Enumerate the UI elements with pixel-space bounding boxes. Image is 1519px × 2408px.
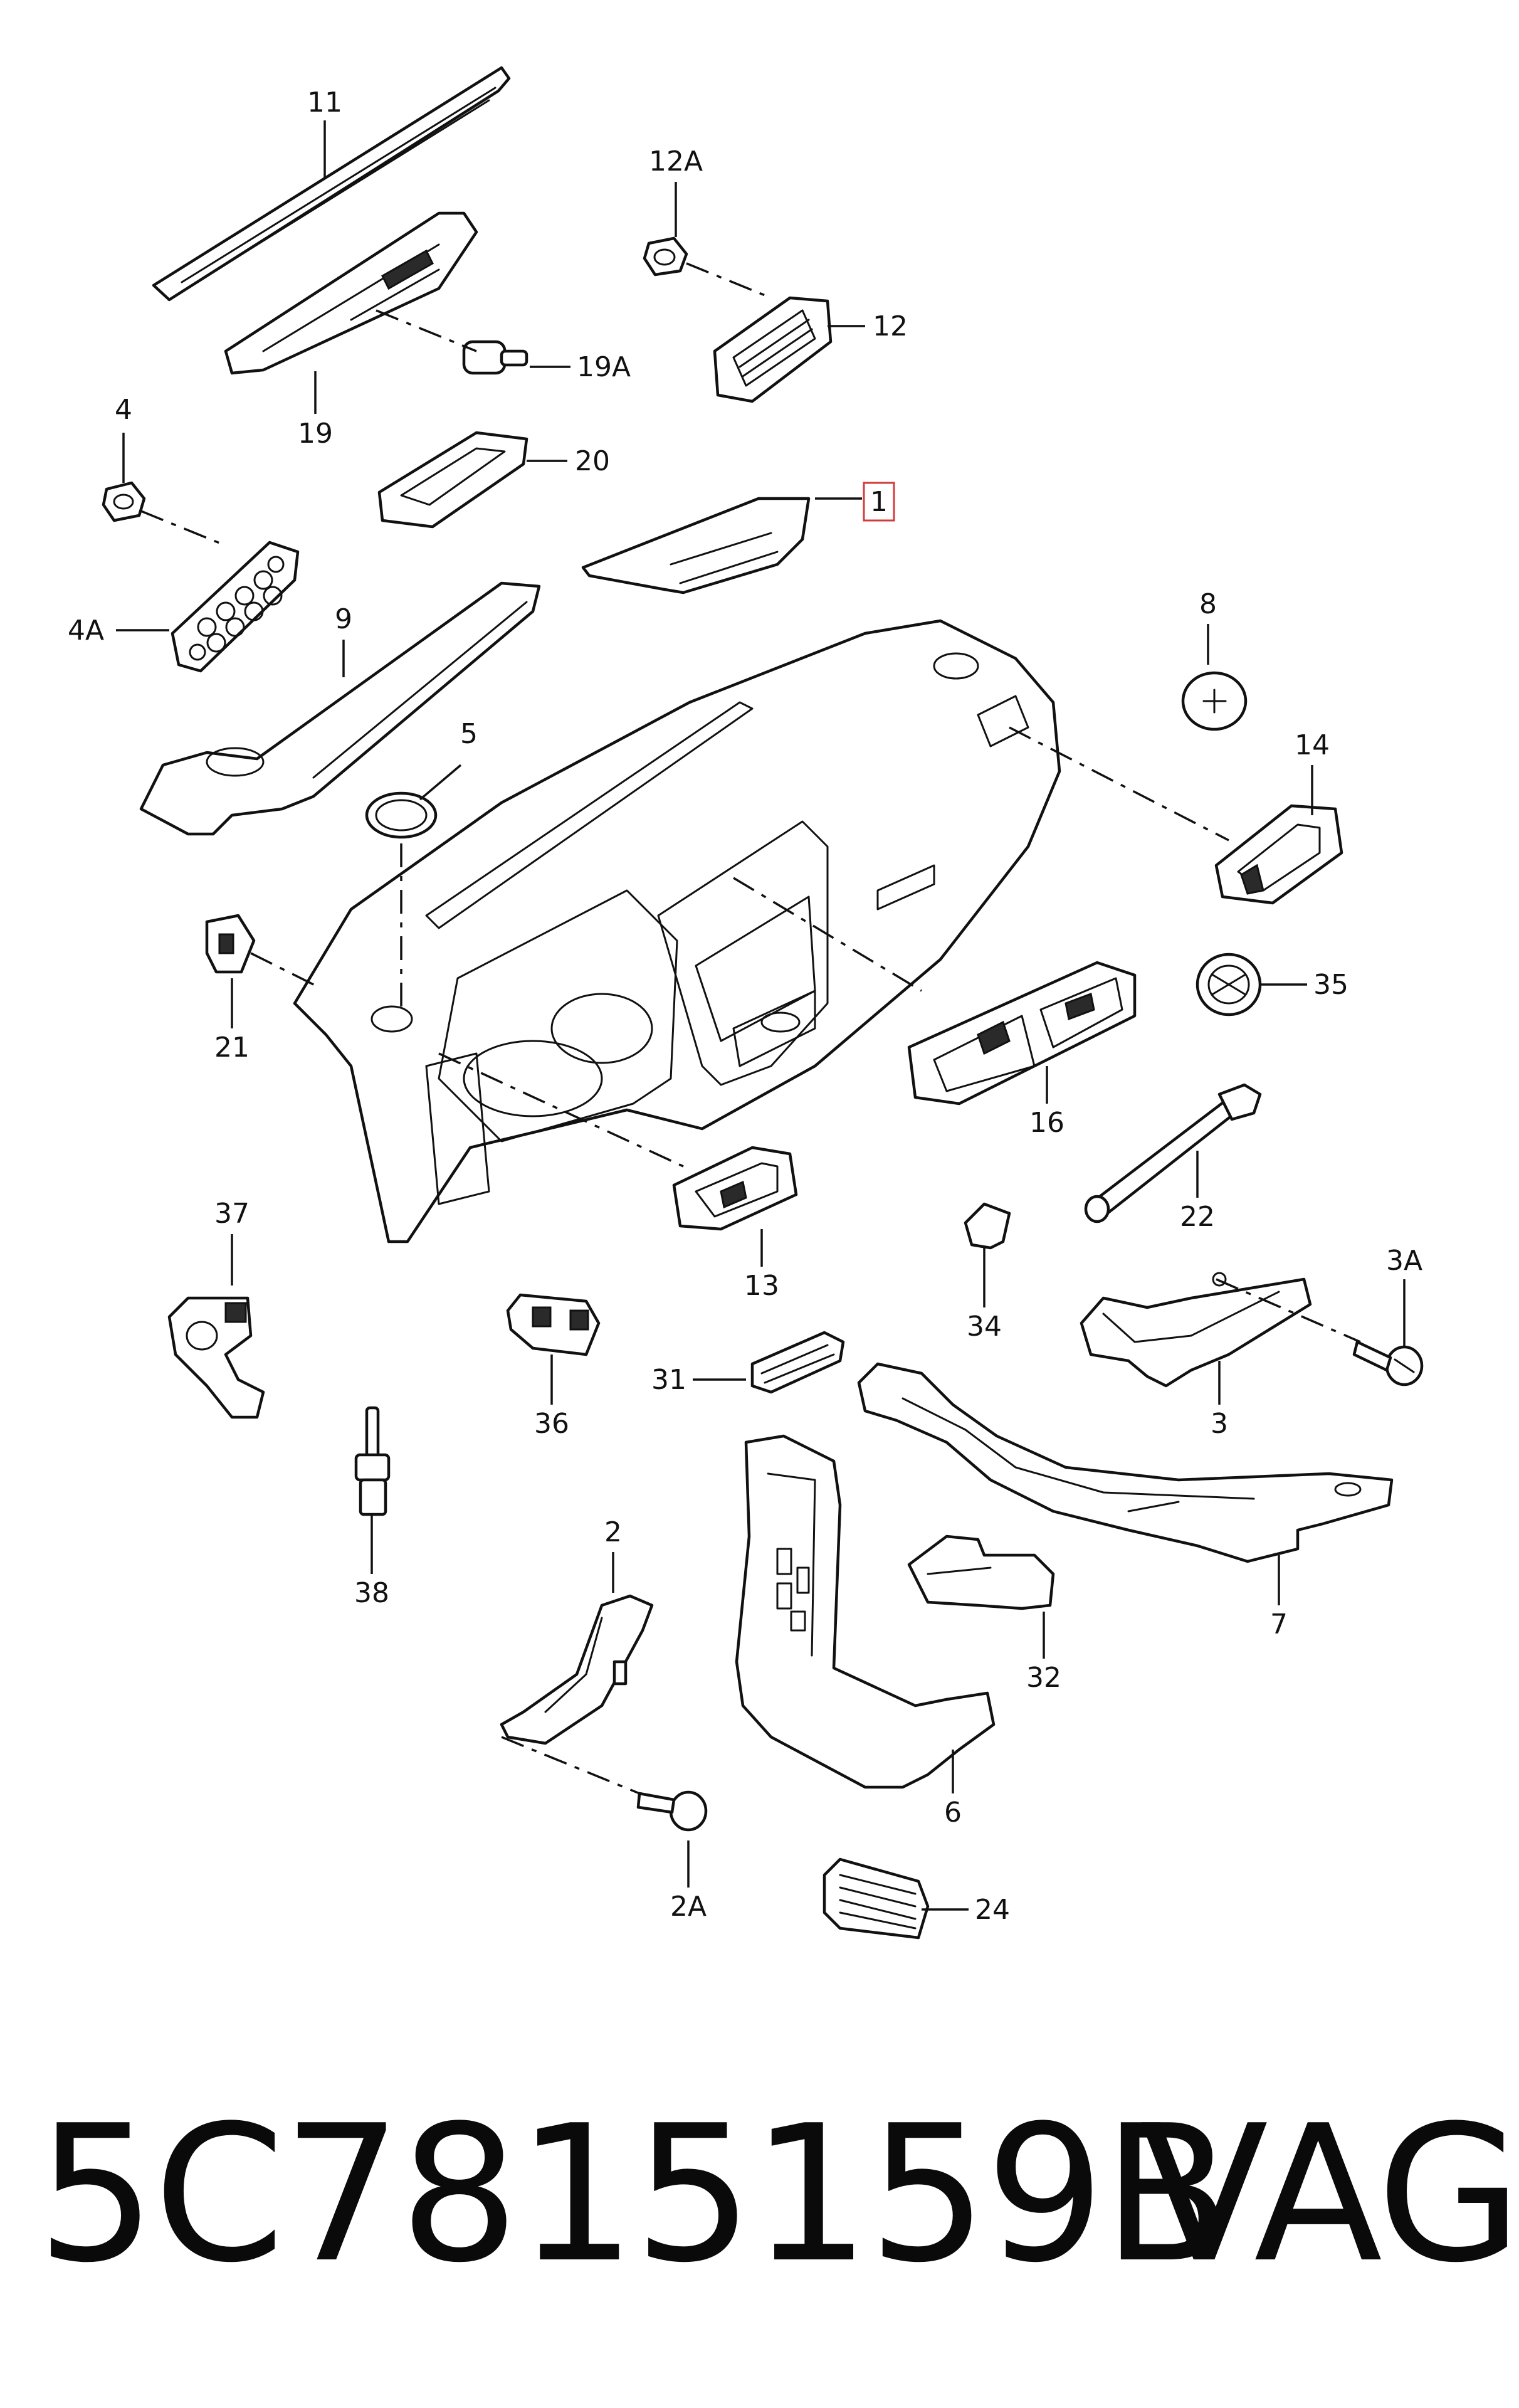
part-8-round-plug <box>1181 671 1248 731</box>
part-9-side-trim <box>139 581 541 836</box>
part-36-connector <box>506 1293 601 1356</box>
part-2-side-duct <box>500 1594 654 1745</box>
callout-34: 34 <box>967 1311 1002 1343</box>
callout-37: 37 <box>214 1198 250 1230</box>
callout-6: 6 <box>944 1797 962 1829</box>
callout-5: 5 <box>460 718 478 750</box>
part-3a-screw <box>1352 1340 1424 1386</box>
part-12a-nut <box>643 236 688 277</box>
leader-lines <box>116 120 1406 1911</box>
callout-4a: 4A <box>68 615 104 647</box>
part-21-clip <box>205 914 256 974</box>
callout-36: 36 <box>534 1408 569 1440</box>
part-5-speaker-cap <box>365 791 438 839</box>
part-38-sensor-pin <box>354 1406 391 1516</box>
part-3-duct <box>1080 1272 1312 1388</box>
callout-24: 24 <box>975 1894 1010 1926</box>
part-20-frame <box>377 431 528 529</box>
callout-1: 1 <box>870 486 888 518</box>
footer-caption: 5C7815159B VAG <box>0 2063 1519 2326</box>
part-13-side-vent <box>672 1146 798 1231</box>
part-35-round-vent <box>1196 953 1262 1017</box>
callout-21: 21 <box>214 1032 250 1064</box>
callout-20: 20 <box>575 445 610 477</box>
callout-19: 19 <box>298 418 333 450</box>
part-4-nut <box>102 481 146 522</box>
part-11-defroster-strip <box>152 66 511 302</box>
callout-16: 16 <box>1029 1107 1064 1139</box>
callout-38: 38 <box>354 1577 389 1609</box>
callout-4: 4 <box>115 394 132 426</box>
part-14-side-vent <box>1214 804 1343 905</box>
callout-7: 7 <box>1270 1608 1288 1640</box>
brand-name: VAG <box>1140 2085 1519 2304</box>
part-19-defroster-duct <box>224 211 478 375</box>
part-37-sensor <box>167 1296 265 1419</box>
part-22-hose <box>1084 1083 1262 1223</box>
part-19a-clip <box>462 340 528 375</box>
callout-2a: 2A <box>670 1891 707 1923</box>
callout-12a: 12A <box>649 145 703 177</box>
part-1-trim-panel <box>581 497 811 594</box>
part-12-air-vent <box>713 296 833 403</box>
part-31-grille <box>750 1331 845 1394</box>
callout-3a: 3A <box>1386 1245 1422 1277</box>
callout-9: 9 <box>335 603 352 635</box>
callout-14: 14 <box>1295 729 1330 761</box>
callout-8: 8 <box>1199 588 1217 620</box>
part-6-main-duct <box>735 1434 996 1789</box>
callout-labels: 11 12A 12 19A 19 4 20 1 4A 9 8 5 14 35 2… <box>68 87 1422 1926</box>
callout-13: 13 <box>744 1270 779 1302</box>
part-16-center-vent <box>907 961 1137 1106</box>
part-4a-speaker-grille <box>171 541 300 673</box>
part-2a-screw <box>636 1790 708 1832</box>
callout-2: 2 <box>604 1516 622 1548</box>
part-24-vent-grille <box>823 1857 930 1940</box>
callout-32: 32 <box>1026 1662 1061 1694</box>
dashboard-body <box>293 619 1061 1244</box>
callout-12: 12 <box>873 310 908 342</box>
callout-31: 31 <box>651 1364 686 1396</box>
callout-35: 35 <box>1313 969 1348 1001</box>
assembly-dash-lines <box>140 262 1361 1795</box>
part-32-elbow-duct <box>907 1534 1055 1610</box>
part-7-floor-duct <box>857 1362 1394 1563</box>
callout-22: 22 <box>1180 1201 1215 1233</box>
part-34-clip <box>964 1202 1011 1250</box>
part-number: 5C7815159B <box>36 2085 1231 2304</box>
callout-1-highlight-box <box>863 482 895 522</box>
callout-11: 11 <box>307 87 342 119</box>
callout-3: 3 <box>1211 1408 1228 1440</box>
callout-19a: 19A <box>577 351 631 383</box>
